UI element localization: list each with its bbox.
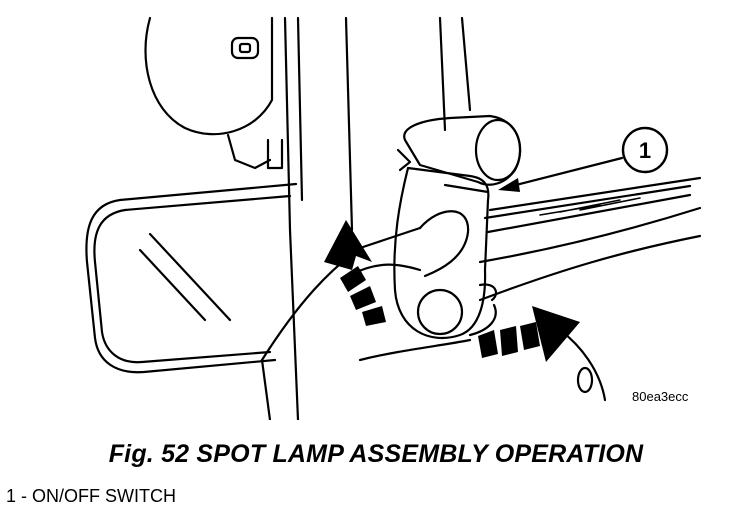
side-mirror	[85, 182, 298, 374]
lamp-housing-rear	[144, 16, 284, 170]
callout-1-number: 1	[639, 138, 651, 163]
vehicle-body	[478, 176, 702, 402]
callout-1-leader	[498, 156, 624, 192]
legend: 1 - ON/OFF SWITCH	[6, 486, 176, 507]
a-pillar	[283, 16, 472, 420]
callout-1: 1	[621, 126, 669, 174]
rotation-arrow-lower	[478, 306, 580, 362]
spot-lamp-body	[393, 114, 522, 340]
rotation-arrow-upper	[324, 220, 386, 326]
image-code: 80ea3ecc	[632, 389, 689, 404]
legend-item-1: 1 - ON/OFF SWITCH	[6, 486, 176, 506]
figure-caption: Fig. 52 SPOT LAMP ASSEMBLY OPERATION	[108, 440, 644, 468]
spot-lamp-illustration: 1	[85, 16, 702, 420]
